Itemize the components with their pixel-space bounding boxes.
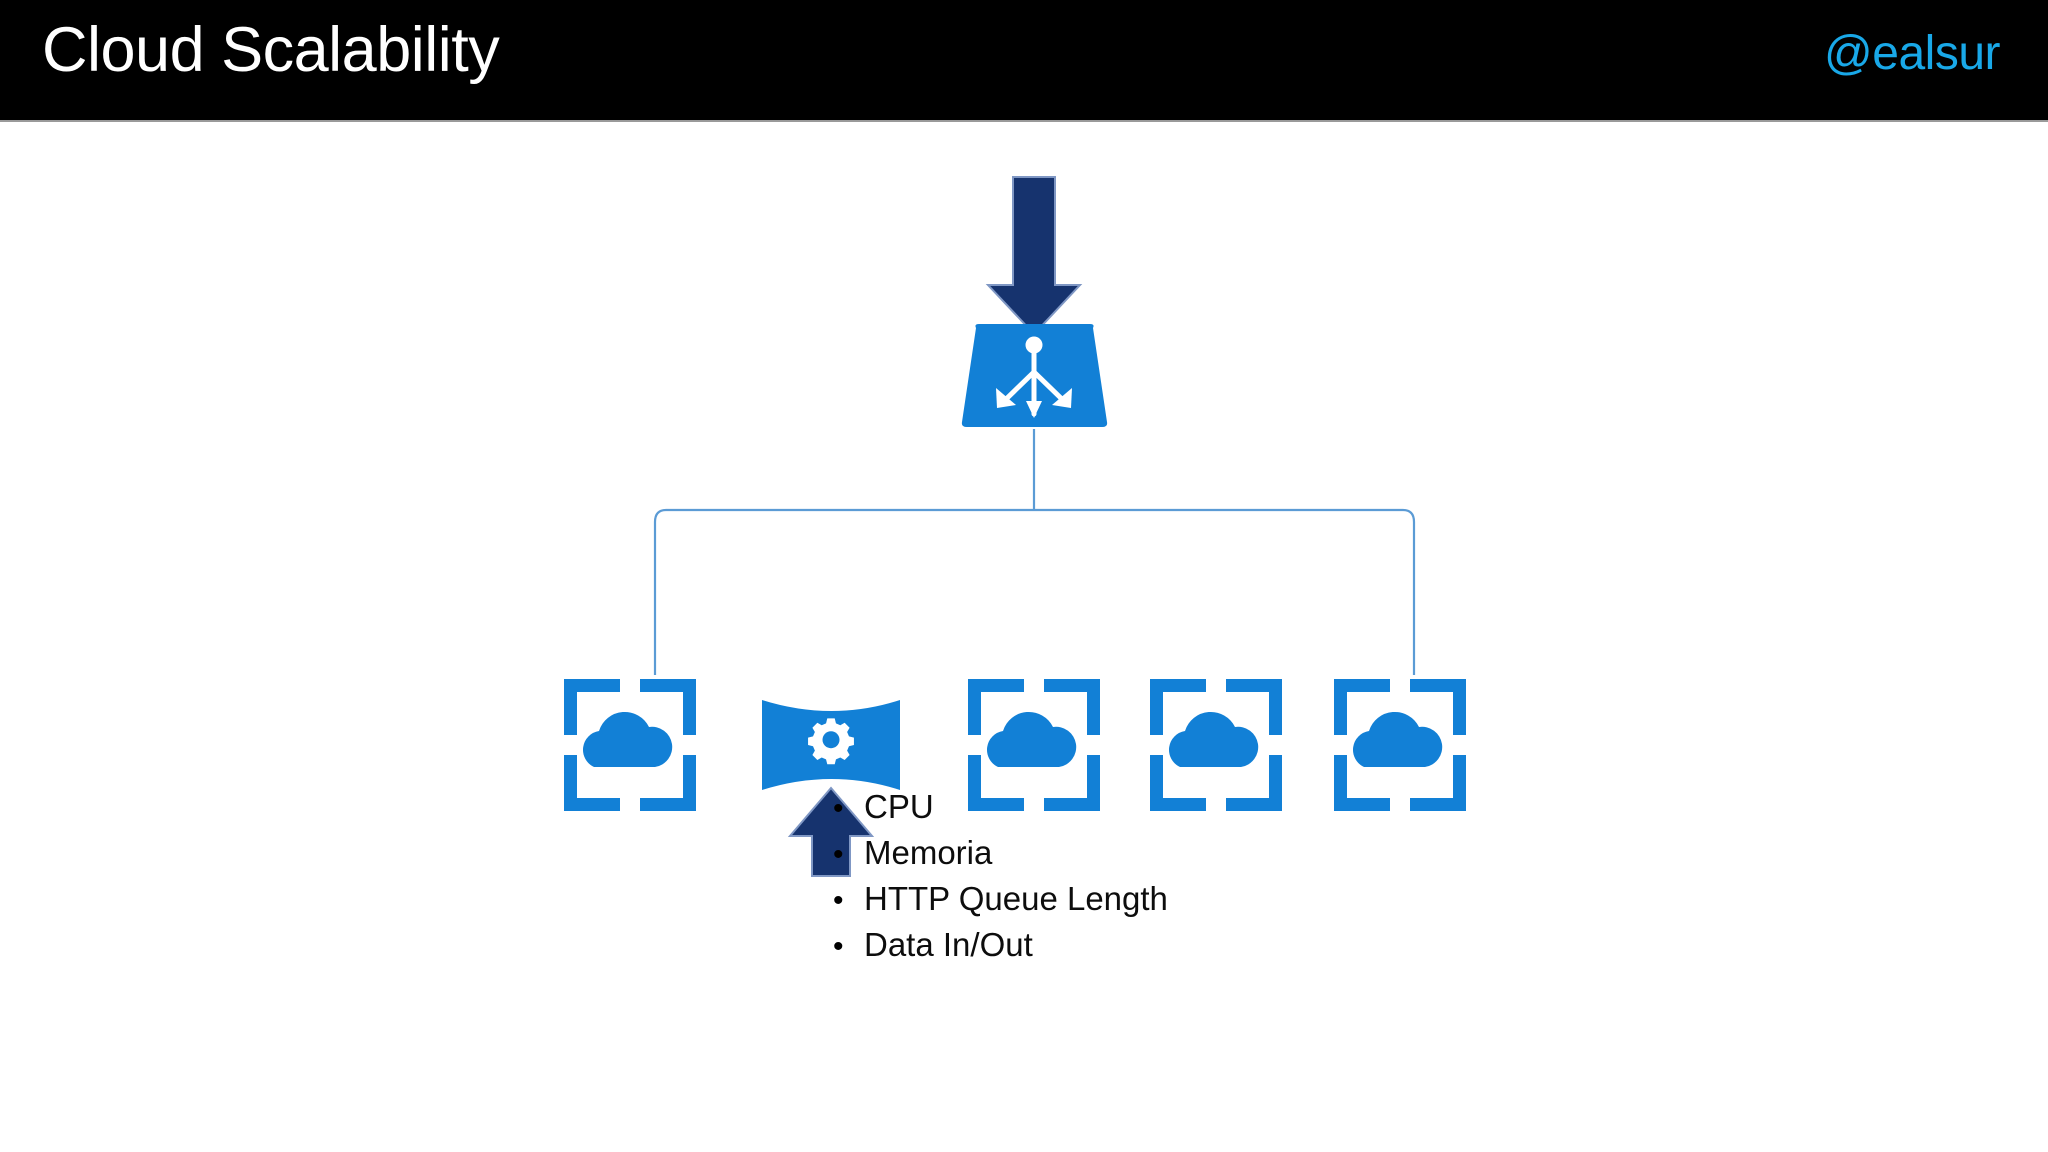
- cloud-service-icon[interactable]: [968, 679, 1100, 811]
- bullet-icon: •: [833, 884, 844, 917]
- load-balancer-icon[interactable]: [961, 324, 1108, 427]
- connector-bracket: [653, 429, 1416, 675]
- bullet-icon: •: [833, 792, 844, 825]
- bullet-icon: •: [833, 930, 844, 963]
- cloud-service-icon[interactable]: [564, 679, 696, 811]
- list-item: • Data In/Out: [820, 922, 1520, 968]
- cloud-service-icon[interactable]: [1334, 679, 1466, 811]
- list-item-label: Memoria: [864, 834, 993, 871]
- bullet-icon: •: [833, 838, 844, 871]
- cloud-service-icon[interactable]: [1150, 679, 1282, 811]
- arrow-down-icon: [985, 176, 1083, 336]
- list-item-label: HTTP Queue Length: [864, 880, 1168, 917]
- page-title: Cloud Scalability: [42, 15, 500, 85]
- diagram-canvas: • CPU • Memoria • HTTP Queue Length • Da…: [0, 122, 2048, 1152]
- list-item: • Memoria: [820, 830, 1520, 876]
- list-item: • CPU: [820, 784, 1520, 830]
- list-item-label: Data In/Out: [864, 926, 1033, 963]
- autoscale-gear-icon[interactable]: [762, 700, 900, 790]
- metrics-list: • CPU • Memoria • HTTP Queue Length • Da…: [820, 784, 1520, 968]
- list-item-label: CPU: [864, 788, 934, 825]
- list-item: • HTTP Queue Length: [820, 876, 1520, 922]
- diagram-svg: [564, 176, 1466, 877]
- author-handle: @ealsur: [1824, 27, 2000, 80]
- slide-header: Cloud Scalability @ealsur: [0, 0, 2048, 122]
- arrow-up-icon: [787, 786, 875, 877]
